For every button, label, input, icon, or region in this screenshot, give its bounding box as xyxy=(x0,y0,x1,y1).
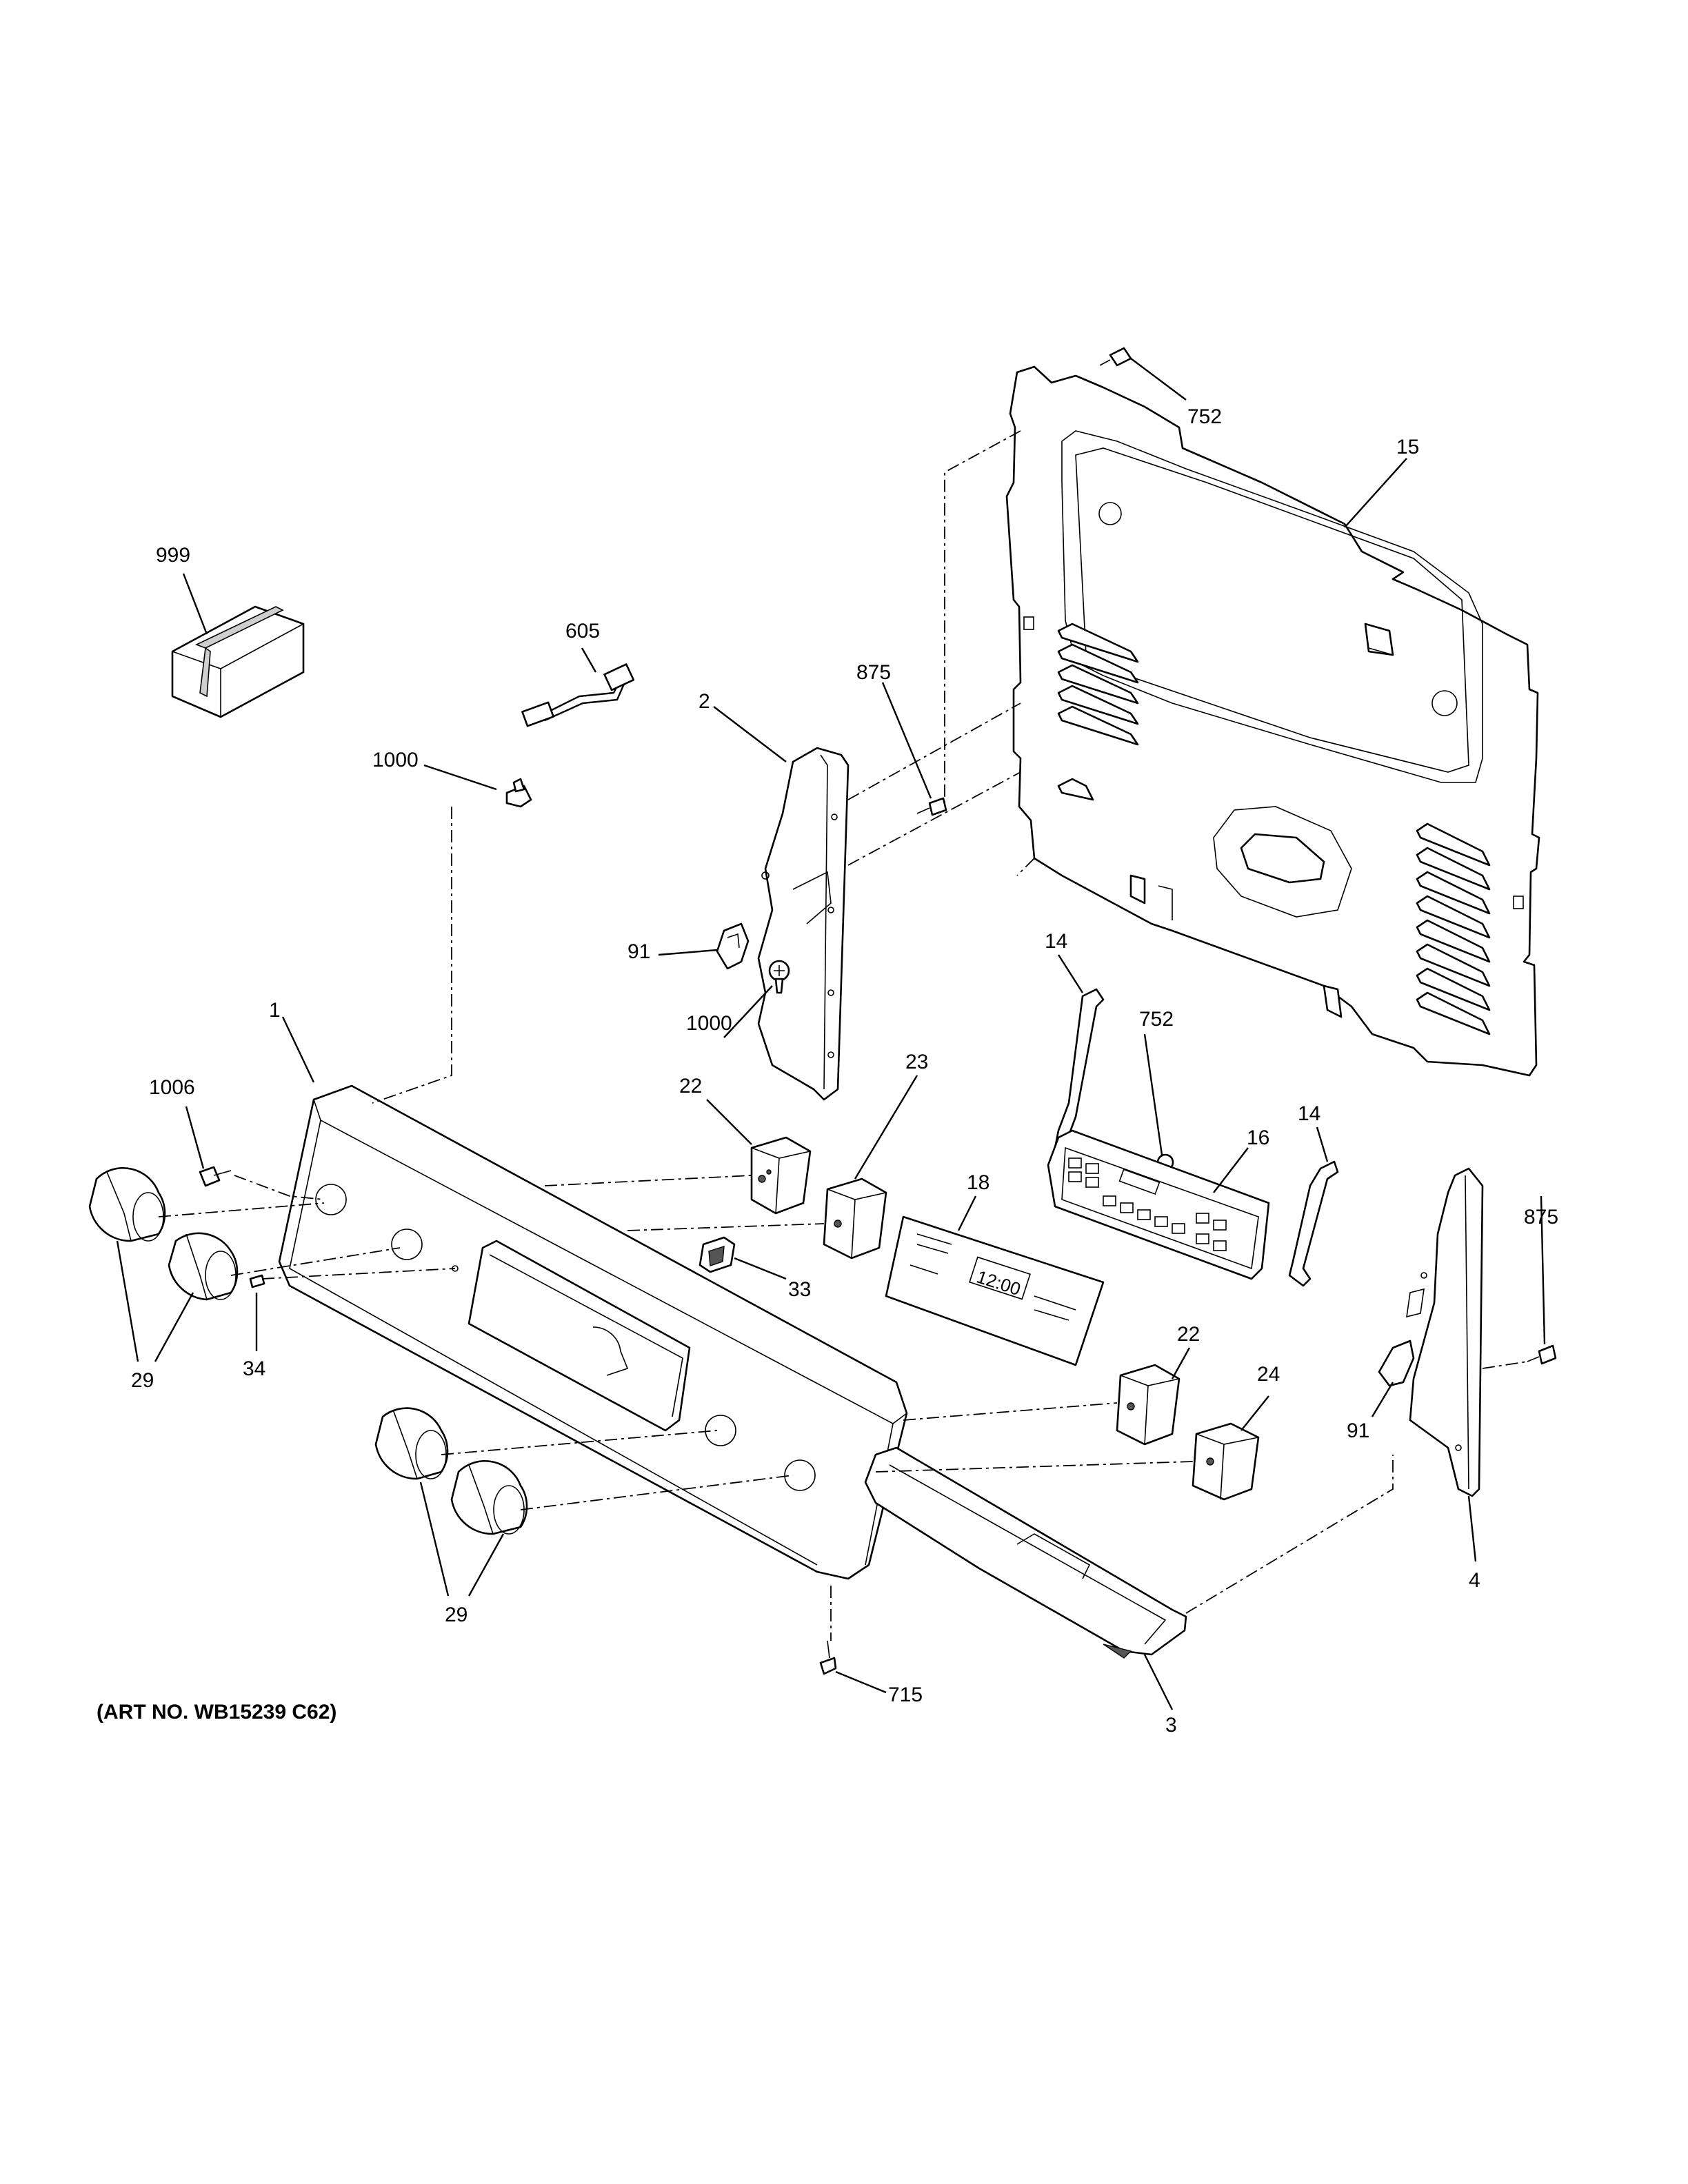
callout-34: 34 xyxy=(243,1357,265,1380)
knob-29-1[interactable] xyxy=(88,1166,166,1242)
callout-29-bottom: 29 xyxy=(445,1604,468,1626)
callout-91-right: 91 xyxy=(1347,1419,1369,1442)
callout-1006: 1006 xyxy=(149,1076,195,1099)
carton-999[interactable] xyxy=(171,605,305,718)
callout-3: 3 xyxy=(1165,1714,1177,1737)
switch-22-upper[interactable] xyxy=(750,1136,812,1215)
callout-875-upper: 875 xyxy=(856,661,891,684)
control-panel-1[interactable] xyxy=(278,1084,908,1580)
callout-752-control: 752 xyxy=(1139,1008,1174,1031)
callout-24: 24 xyxy=(1257,1363,1280,1386)
callout-1: 1 xyxy=(269,999,281,1022)
vent-slots-left xyxy=(1057,623,1139,801)
pin-34[interactable] xyxy=(249,1274,265,1288)
screw-752-top[interactable] xyxy=(1099,347,1132,367)
callout-23: 23 xyxy=(905,1051,928,1073)
screw-875-upper[interactable] xyxy=(916,797,947,816)
callout-labels: 999 605 1000 2 875 752 15 91 1000 1 1006… xyxy=(97,405,1558,1737)
callout-22-lower: 22 xyxy=(1177,1323,1200,1346)
callout-715: 715 xyxy=(888,1684,923,1706)
switch-22-lower[interactable] xyxy=(1116,1364,1180,1446)
leader-lines xyxy=(116,358,1546,1710)
knob-29-4[interactable] xyxy=(450,1459,528,1535)
callout-752-top: 752 xyxy=(1187,405,1222,428)
side-bracket-4[interactable] xyxy=(1406,1167,1484,1497)
touch-overlay-18[interactable]: 12:00 xyxy=(885,1215,1105,1366)
clip-1000-upper[interactable] xyxy=(505,778,532,808)
callout-22-upper: 22 xyxy=(679,1075,702,1098)
wire-harness-605[interactable] xyxy=(521,663,635,727)
callout-2: 2 xyxy=(699,690,710,713)
callout-33: 33 xyxy=(788,1278,811,1301)
callout-91-left: 91 xyxy=(627,940,650,963)
switch-24[interactable] xyxy=(1192,1422,1260,1501)
callout-14-left: 14 xyxy=(1045,930,1067,953)
backer-panel-15[interactable] xyxy=(1005,365,1540,1077)
callout-875-right: 875 xyxy=(1524,1206,1558,1228)
vent-slots-right xyxy=(1416,822,1491,1035)
knob-29-2[interactable] xyxy=(168,1232,239,1301)
art-number: (ART NO. WB15239 C62) xyxy=(97,1701,336,1723)
rocker-switch-33[interactable] xyxy=(699,1236,736,1273)
callout-1000-lower: 1000 xyxy=(686,1012,732,1035)
hinge-clip-91-right[interactable] xyxy=(1378,1339,1415,1387)
screw-715[interactable] xyxy=(819,1640,837,1675)
trim-3[interactable] xyxy=(864,1446,1187,1659)
screw-1000-lower[interactable] xyxy=(768,960,790,994)
callout-16: 16 xyxy=(1247,1126,1269,1149)
screw-1006[interactable] xyxy=(199,1166,232,1187)
callout-15: 15 xyxy=(1396,436,1419,458)
control-board-buttons xyxy=(1068,1157,1227,1251)
support-bracket-14-right[interactable] xyxy=(1288,1160,1339,1287)
callout-4: 4 xyxy=(1469,1569,1480,1592)
callout-14-right: 14 xyxy=(1298,1102,1320,1125)
hinge-clip-91-left[interactable] xyxy=(716,922,750,970)
callout-29-left: 29 xyxy=(131,1369,154,1392)
control-board-16[interactable] xyxy=(1047,1129,1270,1280)
callout-999: 999 xyxy=(156,544,190,567)
dial-marks xyxy=(315,1184,816,1491)
callout-605: 605 xyxy=(565,620,600,643)
callout-1000-upper: 1000 xyxy=(372,749,419,771)
side-bracket-2[interactable] xyxy=(757,747,850,1101)
support-bracket-14-left[interactable] xyxy=(1054,988,1105,1149)
switch-23[interactable] xyxy=(823,1177,887,1260)
screw-875-right[interactable] xyxy=(1527,1344,1557,1365)
knob-29-3[interactable] xyxy=(374,1407,449,1480)
assembly-lines xyxy=(158,430,1528,1641)
callout-18: 18 xyxy=(967,1171,989,1194)
